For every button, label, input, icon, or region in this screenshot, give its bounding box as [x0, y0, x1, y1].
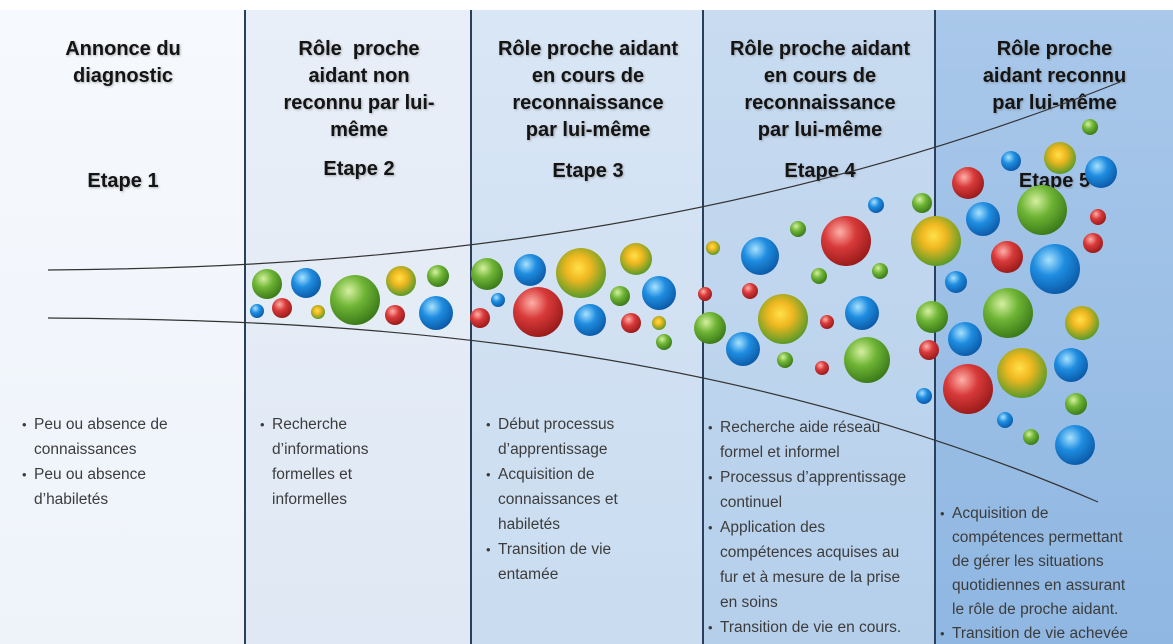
title-line: reconnaissance: [512, 92, 664, 114]
note-line: Transition de vie achevée: [952, 625, 1129, 642]
stage-label: Etape 1: [87, 170, 159, 192]
note-line: de gérer les situations: [952, 553, 1104, 570]
title-line: par lui-même: [757, 119, 883, 141]
note-line: Début processus: [498, 416, 615, 433]
column-title: Annonce du diagnostic: [0, 36, 246, 90]
note-item: Acquisition de connaissances et habileté…: [486, 462, 698, 537]
title-line: aidant reconnu: [982, 65, 1127, 87]
title-line: Rôle proche aidant: [729, 38, 911, 60]
note-line: Transition de vie en cours.: [720, 619, 902, 636]
note-item: Peu ou absence de connaissances: [22, 412, 237, 462]
title-line: reconnaissance: [744, 92, 896, 114]
stage-label: Etape 4: [784, 160, 856, 182]
title-line: en cours de: [531, 65, 645, 87]
note-line: le rôle de proche aidant.: [952, 601, 1119, 618]
note-line: d’habiletés: [34, 491, 109, 508]
title-line: reconnu par lui-: [283, 92, 435, 114]
column-title: Rôle proche aidant en cours de reconnais…: [472, 36, 704, 144]
column-etape-1: Annonce du diagnostic Etape 1 Peu ou abs…: [0, 10, 246, 644]
notes-list: Acquisition de compétences permettant de…: [940, 502, 1173, 644]
note-line: Application des: [720, 519, 826, 536]
notes-list: Début processus d’apprentissage Acquisit…: [486, 412, 698, 587]
note-line: habiletés: [498, 516, 561, 533]
note-item: Transition de vie achevée: [940, 622, 1173, 644]
title-line: aidant non: [308, 65, 410, 87]
note-line: Acquisition de: [952, 505, 1049, 522]
title-line: par lui-même: [992, 92, 1117, 114]
title-line: Annonce du: [65, 38, 181, 60]
title-line: Rôle proche: [298, 38, 420, 60]
note-line: Transition de vie: [498, 541, 612, 558]
note-line: formel et informel: [720, 444, 840, 461]
title-line: même: [330, 119, 388, 141]
stage-label: Etape 3: [552, 160, 624, 182]
column-title: Rôle proche aidant reconnu par lui-même: [936, 36, 1173, 117]
title-line: Rôle proche aidant: [497, 38, 679, 60]
note-line: Peu ou absence de: [34, 416, 168, 433]
note-line: en soins: [720, 594, 778, 611]
note-line: Acquisition de: [498, 466, 595, 483]
note-line: connaissances et: [498, 491, 618, 508]
note-line: Recherche: [272, 416, 347, 433]
notes-list: Peu ou absence de connaissances Peu ou a…: [22, 412, 237, 512]
note-item: Application des compétences acquises au …: [708, 515, 936, 615]
stage-label: Etape 2: [323, 158, 395, 180]
note-item: Transition de vie en cours.: [708, 615, 936, 640]
column-etape-2: Rôle proche aidant non reconnu par lui- …: [244, 10, 472, 644]
stage-label: Etape 5: [1018, 170, 1091, 192]
note-item: Processus d’apprentissage continuel: [708, 465, 936, 515]
note-item: Recherche d’informations formelles et in…: [260, 412, 465, 512]
note-line: d’apprentissage: [498, 441, 608, 458]
note-line: Peu ou absence: [34, 466, 147, 483]
note-line: fur et à mesure de la prise: [720, 569, 901, 586]
note-item: Acquisition de compétences permettant de…: [940, 502, 1173, 622]
title-line: diagnostic: [72, 65, 173, 87]
note-line: connaissances: [34, 441, 137, 458]
title-line: en cours de: [763, 65, 877, 87]
title-line: par lui-même: [525, 119, 651, 141]
column-title: Rôle proche aidant non reconnu par lui- …: [246, 36, 472, 144]
note-line: informelles: [272, 491, 347, 508]
note-line: quotidiennes en assurant: [952, 577, 1126, 594]
note-item: Recherche aide réseau formel et informel: [708, 415, 936, 465]
column-title: Rôle proche aidant en cours de reconnais…: [704, 36, 936, 144]
note-item: Peu ou absence d’habiletés: [22, 462, 237, 512]
notes-list: Recherche aide réseau formel et informel…: [708, 415, 936, 640]
note-line: formelles et: [272, 466, 353, 483]
note-line: compétences acquises au: [720, 544, 900, 561]
note-item: Début processus d’apprentissage: [486, 412, 698, 462]
column-etape-4: Rôle proche aidant en cours de reconnais…: [702, 10, 936, 644]
note-line: Processus d’apprentissage: [720, 469, 907, 486]
note-line: compétences permettant: [952, 529, 1123, 546]
note-line: continuel: [720, 494, 783, 511]
note-line: entamée: [498, 566, 559, 583]
note-line: Recherche aide réseau: [720, 419, 881, 436]
note-item: Transition de vie entamée: [486, 537, 698, 587]
note-line: d’informations: [272, 441, 369, 458]
column-etape-3: Rôle proche aidant en cours de reconnais…: [470, 10, 704, 644]
title-line: Rôle proche: [996, 38, 1113, 60]
column-etape-5: Rôle proche aidant reconnu par lui-même …: [934, 10, 1173, 644]
notes-list: Recherche d’informations formelles et in…: [260, 412, 465, 512]
